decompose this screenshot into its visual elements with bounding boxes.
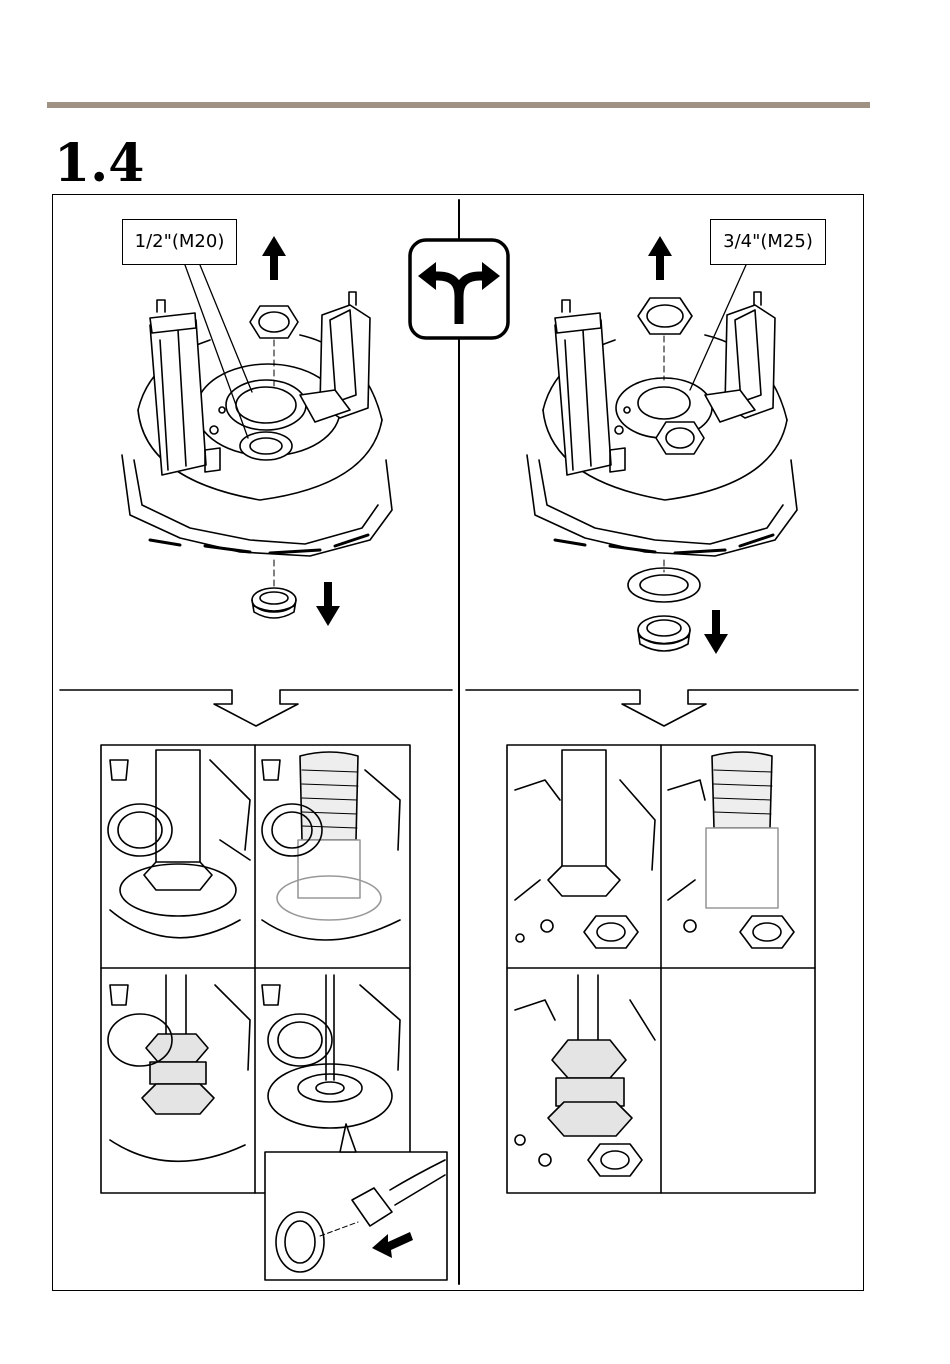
- locknut-right: [638, 298, 692, 334]
- callout-right-thread-size: 3/4"(M25): [710, 219, 826, 265]
- gasket-right: [628, 568, 700, 602]
- plug-left: [252, 588, 296, 618]
- callout-left-thread-size: 1/2"(M20): [122, 219, 237, 265]
- left-install-grid: [101, 745, 447, 1280]
- locknut-left: [250, 306, 298, 338]
- split-arrow-icon: [410, 240, 508, 338]
- right-install-grid: [507, 745, 815, 1193]
- plug-right: [638, 616, 690, 651]
